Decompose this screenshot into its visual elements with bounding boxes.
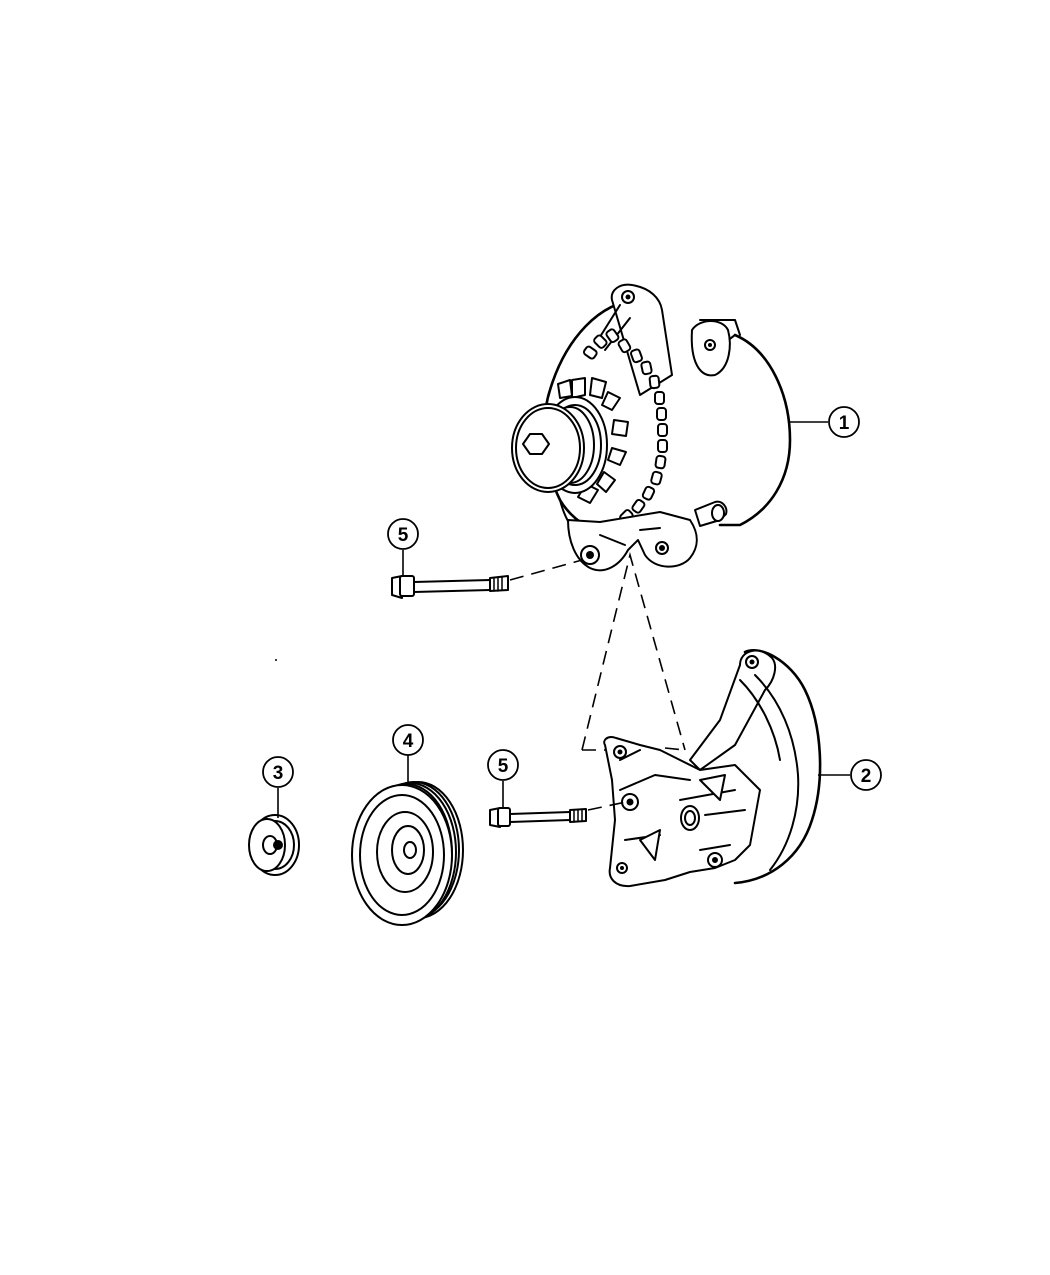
callout-3-label: 3 <box>273 763 284 784</box>
callout-1-label: 1 <box>839 413 850 434</box>
pulley <box>351 781 464 926</box>
callout-1: 1 <box>790 406 860 438</box>
callout-5-lower: 5 <box>487 749 519 809</box>
callout-4: 4 <box>392 724 424 784</box>
mounting-bolt-upper <box>391 575 509 599</box>
fan-blades <box>557 377 629 504</box>
callout-5-lower-label: 5 <box>498 756 509 777</box>
mounting-bolt-lower <box>489 807 587 828</box>
callout-5-upper-label: 5 <box>398 525 409 546</box>
alternator <box>511 283 792 572</box>
stray-dot <box>275 659 277 661</box>
callout-2-label: 2 <box>861 766 872 787</box>
callout-4-label: 4 <box>403 731 414 752</box>
mounting-bracket <box>603 649 822 888</box>
assembly-lines <box>509 551 686 811</box>
callout-2: 2 <box>818 759 882 791</box>
pulley-nut <box>248 814 300 876</box>
callout-3: 3 <box>262 756 294 818</box>
callout-5-upper: 5 <box>387 518 419 577</box>
cooling-slots <box>582 328 668 524</box>
